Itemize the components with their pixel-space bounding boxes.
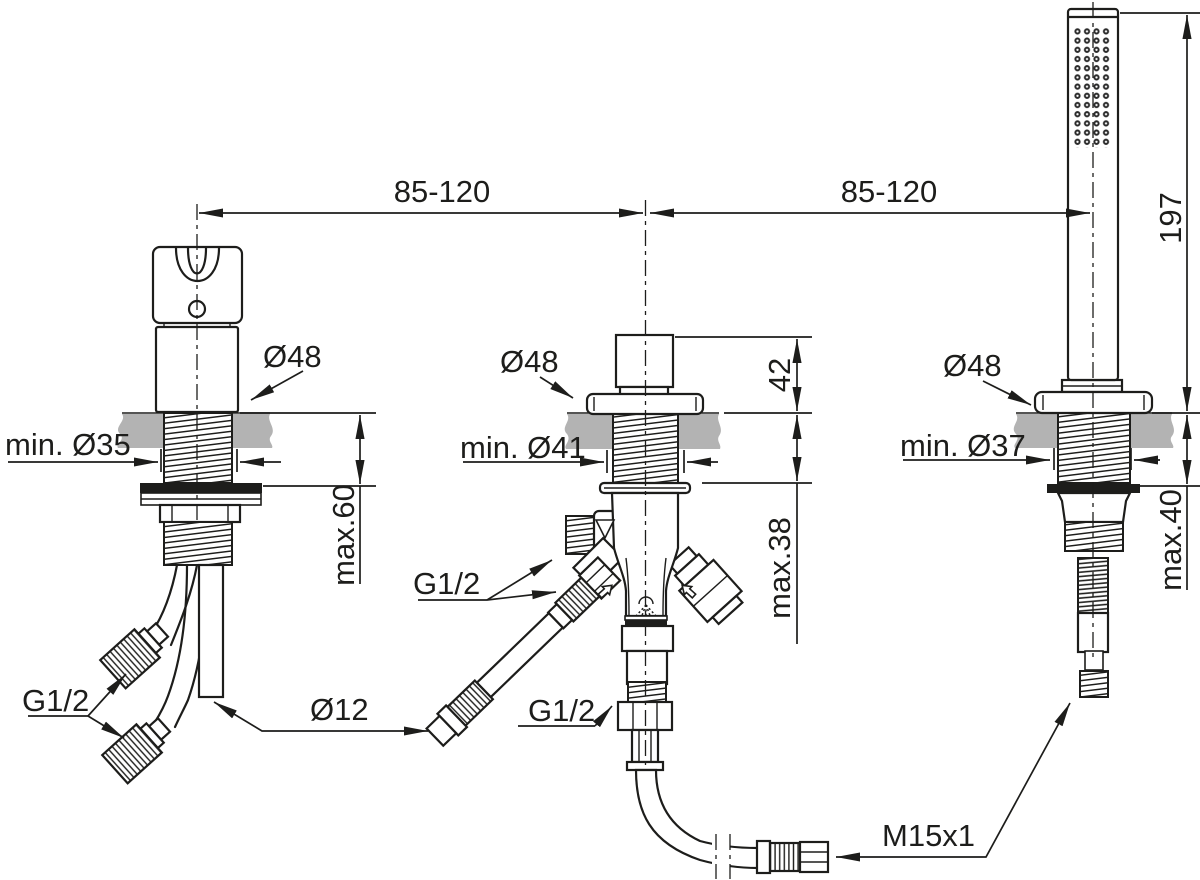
- callout-hose-thread: M15x1: [836, 702, 1071, 862]
- left-valve-unit: [98, 245, 262, 785]
- callout-hose-thread-label: M15x1: [882, 818, 975, 853]
- middle-tube: [625, 649, 669, 686]
- hose-end-nut: [798, 840, 830, 874]
- left-flex-tail-hoses: [98, 563, 209, 785]
- left-gasket: [140, 483, 262, 493]
- middle-funnel-mark: [594, 519, 616, 540]
- dimensions: 85-120 85-120 197 max.40 max.60 42 max.3…: [5, 12, 1200, 862]
- dim-hole-right-label: min. Ø37: [900, 428, 1026, 463]
- dim-deck-max-right: max.40: [1153, 489, 1188, 591]
- flow-arrow-left: [597, 584, 613, 599]
- middle-right-fitting: [667, 545, 744, 626]
- middle-outlet-hose: [634, 768, 760, 870]
- callout-spout-outlet-thread-label: G1/2: [528, 693, 595, 728]
- middle-inlet-hose: [425, 555, 622, 748]
- left-shank-thread-upper: [163, 412, 233, 484]
- dim-hole-left-label: min. Ø35: [5, 427, 131, 462]
- callout-spout-side-thread-label: G1/2: [413, 566, 480, 601]
- dim-hole-left: min. Ø35: [5, 427, 281, 472]
- callout-tails-thread: G1/2: [22, 673, 127, 739]
- right-shank-thread: [1057, 412, 1131, 484]
- callout-rosette-left-label: Ø48: [263, 339, 322, 374]
- dim-deck-max-left: max.60: [326, 484, 361, 586]
- callout-rosette-right: Ø48: [943, 348, 1032, 406]
- centerlines: [196, 2, 1094, 768]
- callout-pipe: Ø12: [213, 692, 428, 736]
- mounting-deck-right: [1013, 412, 1174, 448]
- left-tail-connector-lower: [100, 716, 172, 785]
- left-copper-pipe: [197, 563, 225, 699]
- middle-spout-stub: [614, 333, 675, 389]
- dim-handshower-length: 197: [1153, 192, 1188, 244]
- callout-rosette-middle-label: Ø48: [500, 344, 559, 379]
- dim-span-right: 85-120: [841, 174, 938, 209]
- dim-span-left: 85-120: [394, 174, 491, 209]
- left-tail-connector-upper: [98, 621, 170, 690]
- middle-ring: [624, 615, 668, 621]
- callout-rosette-middle: Ø48: [500, 344, 574, 399]
- handle-notch-outer: [174, 246, 221, 283]
- callout-spout-outlet-thread: G1/2: [518, 693, 613, 728]
- dim-hole-middle-label: min. Ø41: [460, 430, 586, 465]
- callout-pipe-label: Ø12: [310, 692, 369, 727]
- dim-hole-right: min. Ø37: [900, 428, 1160, 470]
- middle-block: [620, 624, 675, 653]
- dim-hole-middle: min. Ø41: [460, 430, 718, 473]
- callout-spout-side-thread: G1/2: [413, 559, 557, 601]
- callout-rosette-right-label: Ø48: [943, 348, 1002, 383]
- left-shank-thread-lower: [163, 521, 233, 566]
- handshower-spray-face: [1073, 27, 1111, 148]
- flow-arrow-right: [681, 584, 697, 599]
- dim-spout-height: 42: [762, 358, 797, 392]
- dim-deck-max-middle: max.38: [762, 517, 797, 619]
- right-backnut: [1056, 491, 1132, 524]
- callout-tails-thread-label: G1/2: [22, 683, 89, 718]
- callout-rosette-left: Ø48: [250, 339, 322, 401]
- right-hose-thread-end: [1079, 670, 1109, 698]
- middle-outlet-thread: [627, 681, 667, 703]
- right-hose-detail: [1084, 650, 1104, 671]
